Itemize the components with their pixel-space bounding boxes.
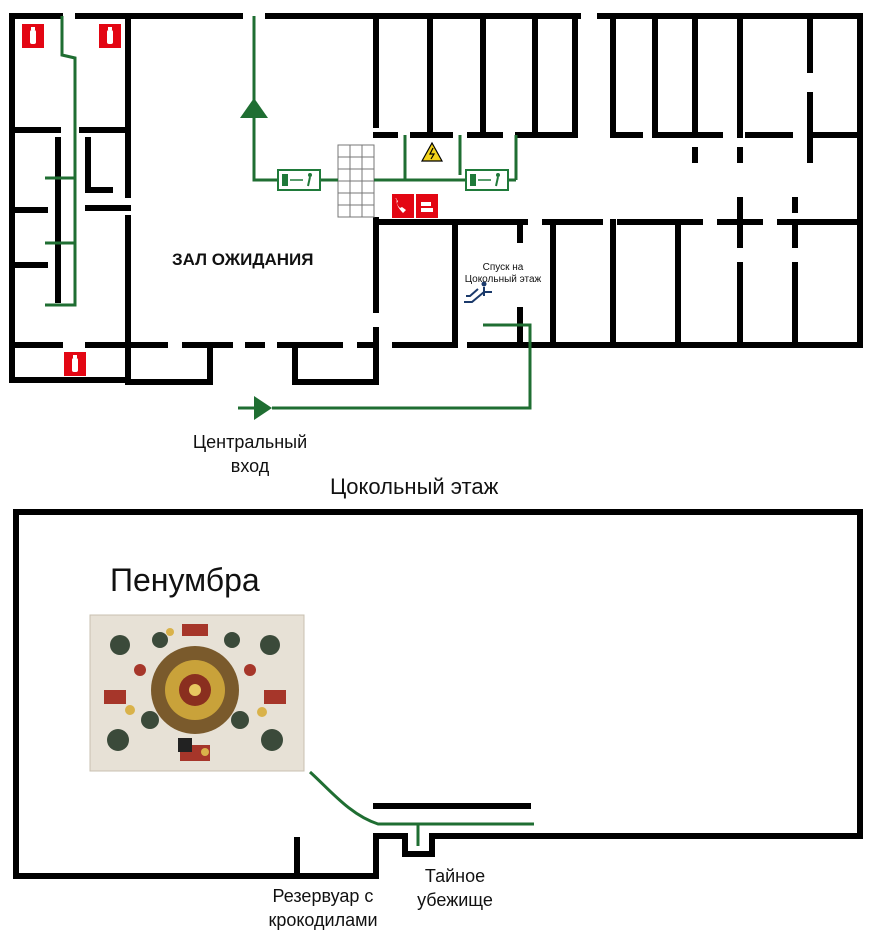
crocodile-reservoir-label: Резервуар с крокодилами (268, 886, 378, 930)
central-entrance-label: Центральный вход (192, 432, 308, 476)
codex-painting (89, 614, 305, 772)
staircase (337, 144, 375, 218)
fire-extinguisher-icon (64, 352, 86, 376)
fire-extinguisher-icon (99, 24, 121, 48)
emergency-exit-icon (277, 169, 321, 191)
fire-phone-icon (392, 194, 414, 218)
fire-extinguisher-icon (22, 24, 44, 48)
left-corridor-route (45, 16, 77, 307)
descent-label: Спуск на Цокольный этаж (464, 262, 542, 285)
escalator-icon (464, 281, 492, 303)
upper-floor-walls (9, 13, 863, 385)
high-voltage-warning-icon (420, 141, 444, 162)
secret-shelter-label: Тайное убежище (417, 866, 493, 910)
secret-route (308, 770, 534, 846)
evacuation-route-upper (252, 16, 518, 182)
route-arrow-icon (240, 98, 268, 118)
basement-title: Цокольный этаж (330, 474, 499, 499)
fire-extinguisher-icon (416, 194, 438, 218)
waiting-hall-label: ЗАЛ ОЖИДАНИЯ (172, 250, 314, 269)
emergency-exit-icon (465, 169, 509, 191)
exhibit-title: Пенумбра (110, 562, 260, 598)
route-arrow-icon (254, 396, 272, 420)
basement-walls (13, 509, 863, 879)
descent-route (238, 323, 532, 410)
